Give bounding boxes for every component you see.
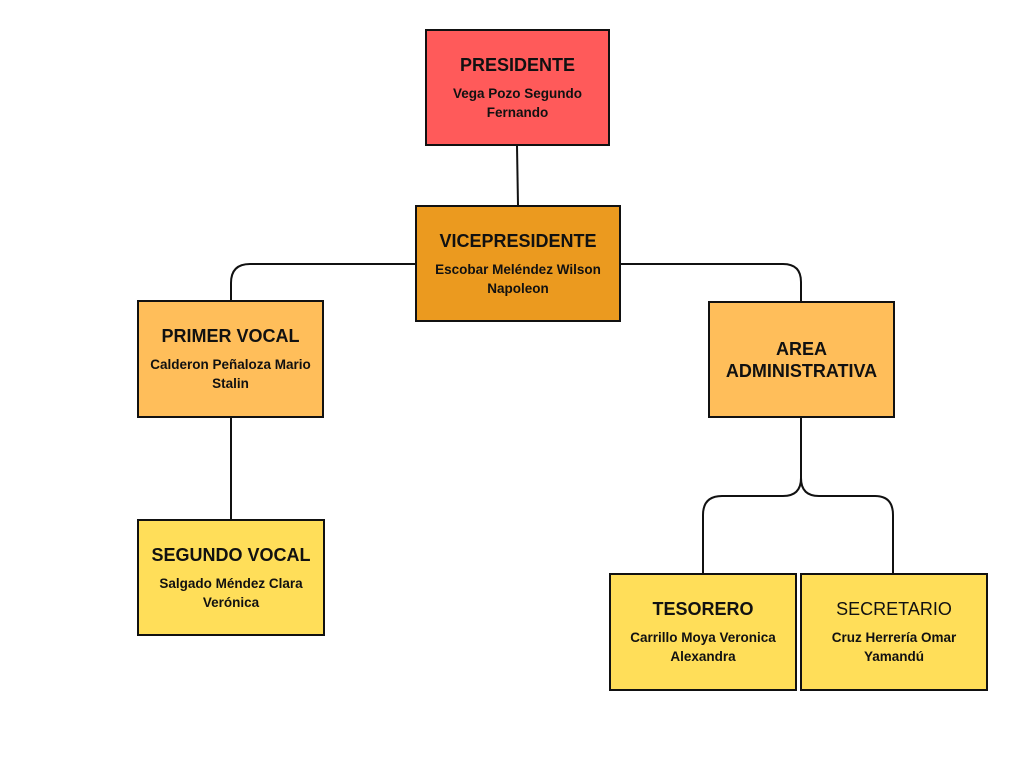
node-secretario: SECRETARIO Cruz Herrería Omar Yamandú bbox=[800, 573, 988, 691]
node-title: PRESIDENTE bbox=[459, 54, 576, 75]
connector-area-tesorero bbox=[702, 418, 802, 573]
node-title: VICEPRESIDENTE bbox=[439, 230, 597, 251]
connector-area-secretario bbox=[800, 477, 894, 573]
node-vicepresidente: VICEPRESIDENTE Escobar Meléndez Wilson N… bbox=[415, 205, 621, 322]
node-presidente: PRESIDENTE Vega Pozo Segundo Fernando bbox=[425, 29, 610, 146]
node-title: SEGUNDO VOCAL bbox=[151, 544, 311, 565]
node-tesorero: TESORERO Carrillo Moya Veronica Alexandr… bbox=[609, 573, 797, 691]
node-title: AREA ADMINISTRATIVA bbox=[725, 338, 878, 381]
node-area-administrativa: AREA ADMINISTRATIVA bbox=[708, 301, 895, 418]
node-person: Calderon Peñaloza Mario Stalin bbox=[150, 357, 311, 391]
node-title: SECRETARIO bbox=[836, 599, 952, 619]
node-segundo-vocal: SEGUNDO VOCAL Salgado Méndez Clara Verón… bbox=[137, 519, 325, 636]
node-person: Cruz Herrería Omar Yamandú bbox=[831, 630, 957, 664]
connector-presidente-vice bbox=[516, 145, 519, 206]
connector-vice-area bbox=[621, 263, 802, 301]
node-title: PRIMER VOCAL bbox=[161, 326, 300, 346]
node-person: Carrillo Moya Veronica Alexandra bbox=[630, 630, 776, 664]
node-person: Salgado Méndez Clara Verónica bbox=[159, 575, 303, 610]
connector-vice-primer-vocal bbox=[230, 263, 415, 300]
node-person: Vega Pozo Segundo Fernando bbox=[452, 85, 582, 120]
node-person: Escobar Meléndez Wilson Napoleon bbox=[435, 261, 601, 296]
node-primer-vocal: PRIMER VOCAL Calderon Peñaloza Mario Sta… bbox=[137, 300, 324, 418]
node-title: TESORERO bbox=[652, 599, 754, 619]
